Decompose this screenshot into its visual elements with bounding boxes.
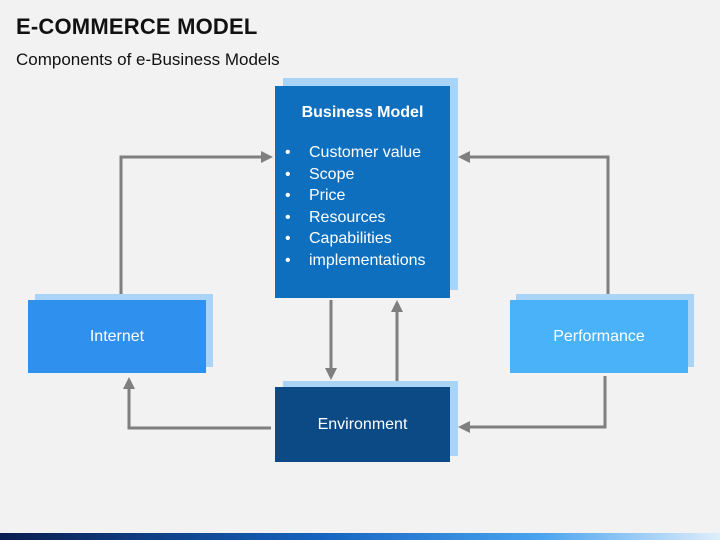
bullet-icon: • bbox=[285, 144, 291, 161]
business-model-list-item: • Capabilities bbox=[285, 228, 450, 250]
business-model-box-face: Business Model • Customer value • Scope • Pri… bbox=[275, 86, 450, 298]
internet-label: Internet bbox=[28, 300, 206, 373]
business-model-item-text: Resources bbox=[309, 208, 386, 226]
performance-box: Performance bbox=[510, 294, 694, 373]
business-model-list-item: • Price bbox=[285, 185, 450, 207]
bullet-icon: • bbox=[285, 187, 291, 204]
internet-box: Internet bbox=[28, 294, 213, 373]
connector-performance-to-environment bbox=[458, 376, 607, 433]
bullet-icon: • bbox=[285, 165, 291, 183]
environment-box: Environment bbox=[275, 381, 458, 462]
business-model-item-text: implementations bbox=[309, 251, 426, 269]
business-model-list-item: • Scope bbox=[285, 164, 450, 186]
business-model-item-text: Scope bbox=[309, 165, 355, 183]
connector-performance-to-business-model bbox=[458, 151, 610, 295]
bullet-icon: • bbox=[285, 230, 291, 247]
business-model-list-item: • implementations bbox=[285, 250, 450, 272]
business-model-list-item: • Customer value bbox=[285, 142, 450, 164]
business-model-item-text: Price bbox=[309, 187, 346, 204]
performance-label: Performance bbox=[510, 300, 688, 373]
business-model-box: Business Model • Customer value • Scope • Pri… bbox=[275, 78, 458, 298]
business-model-list: • Customer value • Scope • Price • Resources • Ca… bbox=[275, 142, 450, 271]
slide-subtitle: Components of e-Business Models bbox=[16, 50, 280, 69]
business-model-item-text: Capabilities bbox=[309, 230, 392, 247]
business-model-list-item: • Resources bbox=[285, 207, 450, 229]
connector-environment-to-internet bbox=[123, 377, 271, 430]
bullet-icon: • bbox=[285, 251, 291, 269]
business-model-item-text: Customer value bbox=[309, 144, 422, 161]
slide-title: E-COMMERCE MODEL bbox=[16, 14, 258, 39]
footer-gradient-bar bbox=[0, 533, 720, 540]
environment-label: Environment bbox=[275, 387, 450, 462]
bullet-icon: • bbox=[285, 208, 291, 226]
business-model-title: Business Model bbox=[301, 104, 424, 121]
connector-internet-to-business-model bbox=[119, 151, 273, 298]
